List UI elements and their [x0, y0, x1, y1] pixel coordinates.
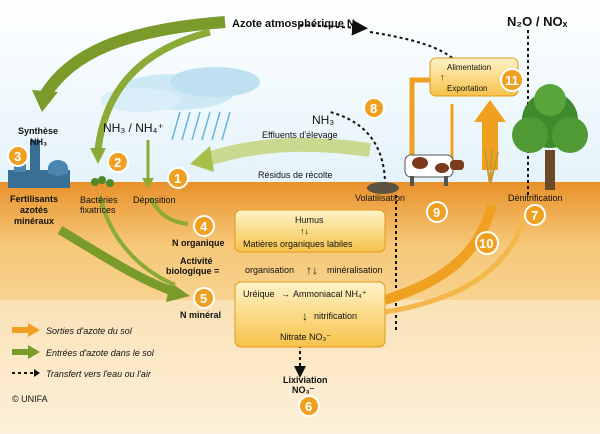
marker-6: 6 [298, 395, 320, 417]
activite-label-1: Activité [180, 256, 213, 266]
ammoniacal-label: Ammoniacal NH₄⁺ [293, 289, 367, 299]
synthese-label-2: NH₃ [30, 137, 47, 147]
atmos-title-sub: 2 [356, 23, 361, 32]
svg-text:9: 9 [433, 205, 440, 220]
synthese-label-1: Synthèse [18, 126, 58, 136]
green-arrowhead-fixation [32, 90, 58, 112]
svg-text:↑: ↑ [440, 72, 445, 82]
humus-label: Humus [295, 215, 324, 225]
lixiviation-label: Lixiviation [283, 375, 328, 385]
legend-entrees: Entrées d'azote dans le sol [46, 348, 155, 358]
clover-icon [91, 176, 114, 187]
atmos-title: Azote atmosphérique N [232, 18, 355, 30]
exportation-label: Exportation [447, 84, 487, 93]
legend: Sorties d'azote du sol Entrées d'azote d… [12, 323, 155, 404]
dotted-to-atmosphere [299, 19, 368, 36]
deposition-label: Déposition [133, 195, 176, 205]
svg-text:2: 2 [114, 155, 121, 170]
tree-icon [512, 84, 588, 190]
residus-label: Résidus de récolte [258, 170, 333, 180]
marker-7: 7 [524, 204, 546, 226]
svg-text:3: 3 [14, 149, 21, 164]
marker-11: 11 [500, 68, 524, 92]
orange-arrow-uptake [383, 203, 497, 305]
svg-text:4: 4 [200, 219, 208, 234]
orange-arrow-denit [384, 214, 528, 315]
nh3-elevage-label: NH₃ [312, 113, 334, 127]
svg-text:8: 8 [370, 101, 377, 116]
wheat-icon [484, 147, 499, 186]
effluents-label: Effluents d'élevage [262, 130, 338, 140]
green-arrow-residues [202, 137, 371, 167]
volatilisation-label: Volatilisation [355, 193, 405, 203]
marker-5: 5 [193, 287, 215, 309]
mineralisation-label: minéralisation [327, 265, 383, 275]
marker-10: 10 [475, 231, 499, 255]
dotted-volatilisation [329, 111, 386, 186]
green-arrow-dep-soil [148, 196, 189, 226]
svg-text:1: 1 [174, 171, 181, 186]
green-arrow-fixation [39, 16, 226, 99]
green-arrowhead-residues [190, 146, 214, 172]
fertilisants-label-1: Fertilisants [10, 194, 58, 204]
marker-2: 2 [107, 151, 129, 173]
green-arrow-bacteria [94, 28, 211, 151]
legend-sorties: Sorties d'azote du sol [46, 326, 133, 336]
marker-4: 4 [193, 215, 215, 237]
green-arrowhead-fertilizer [166, 282, 190, 302]
no3-label: NO₃⁻ [292, 385, 315, 395]
n2o-nox-label: N₂O / NOₓ [507, 14, 568, 29]
marker-8: 8 [363, 97, 385, 119]
svg-text:7: 7 [531, 208, 538, 223]
svg-text:11: 11 [505, 73, 519, 88]
copyright-label: © UNIFA [12, 394, 48, 404]
green-arrow-fertilizer [57, 226, 177, 297]
n-organique-label: N organique [172, 238, 225, 248]
green-arrowhead-deposition [142, 178, 154, 188]
organisation-label: organisation [245, 265, 294, 275]
svg-text:10: 10 [479, 236, 493, 251]
svg-text:↑↓: ↑↓ [306, 263, 318, 277]
n-mineral-label: N minéral [180, 310, 221, 320]
green-arrow-bact-soil [98, 195, 176, 287]
green-arrowhead-bacteria [90, 148, 106, 164]
nitrification-label: nitrification [314, 311, 357, 321]
denitrification-label: Dénitrification [508, 193, 563, 203]
marker-1: 1 [167, 167, 189, 189]
dotted-atm-return [369, 31, 456, 61]
svg-text:→: → [281, 289, 290, 299]
bacteries-label-2: fixatrices [80, 205, 116, 215]
fertilisants-label-2: azotés [20, 205, 48, 215]
bacteries-label-1: Bactéries [80, 195, 118, 205]
nitrate-label: Nitrate NO₃⁻ [280, 332, 331, 342]
orange-arrow-feed [409, 77, 432, 160]
legend-transfert: Transfert vers l'eau ou l'air [46, 369, 152, 379]
marker-3: 3 [7, 145, 29, 167]
matieres-label: Matières organiques labiles [243, 239, 353, 249]
svg-text:5: 5 [200, 291, 207, 306]
fertilisants-label-3: minéraux [14, 216, 54, 226]
ureique-label: Uréique [243, 289, 275, 299]
svg-text:↑↓: ↑↓ [300, 226, 309, 236]
alimentation-label: Alimentation [447, 63, 491, 72]
activite-label-2: biologique = [166, 266, 219, 276]
nh3-nh4-label: NH₃ / NH₄⁺ [103, 121, 164, 135]
humus-box [234, 209, 386, 253]
svg-text:6: 6 [305, 399, 312, 414]
mineral-box [234, 281, 386, 348]
cow-icon [404, 154, 464, 186]
residue-pile [367, 182, 399, 194]
marker-9: 9 [426, 201, 448, 223]
orange-arrowhead-crop [474, 100, 506, 122]
svg-text:↓: ↓ [302, 309, 308, 323]
